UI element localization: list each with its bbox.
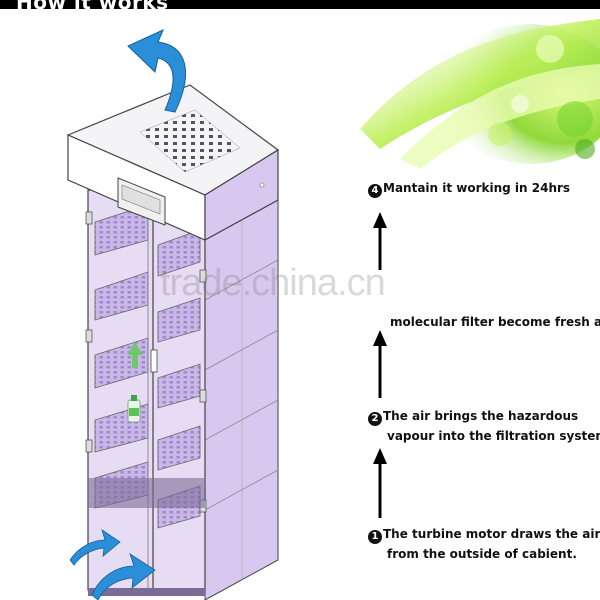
header-title: How it works xyxy=(16,0,169,9)
flow-arrow-icon xyxy=(373,330,387,398)
bottle-icon xyxy=(127,395,141,423)
step-text-line1: The turbine motor draws the air xyxy=(383,527,600,541)
up-arrow-icon xyxy=(127,342,143,368)
step-text-line2: from the outside of cabient. xyxy=(387,547,577,561)
step-number-badge: 4 xyxy=(368,184,382,198)
step-number-badge: 1 xyxy=(368,530,382,544)
step-text-line2: vapour into the filtration system. xyxy=(387,429,600,443)
watermark-text: trade.china.cn xyxy=(160,262,386,304)
step-3: molecular filter become fresh air. xyxy=(390,312,600,332)
header-bar: How it works xyxy=(0,0,600,9)
step-number-badge: 2 xyxy=(368,412,382,426)
step-text: Mantain it working in 24hrs xyxy=(383,181,571,195)
cabinet-illustration xyxy=(66,29,280,600)
air-out-arrow-icon xyxy=(127,29,187,113)
air-in-arrow-icon xyxy=(69,529,156,600)
step-text-line1: The air brings the hazardous xyxy=(383,409,579,423)
green-bokeh-decoration xyxy=(360,9,600,170)
flow-arrow-icon xyxy=(373,448,387,518)
flow-arrow-icon xyxy=(373,212,387,270)
step-text: molecular filter become fresh air. xyxy=(390,315,600,329)
